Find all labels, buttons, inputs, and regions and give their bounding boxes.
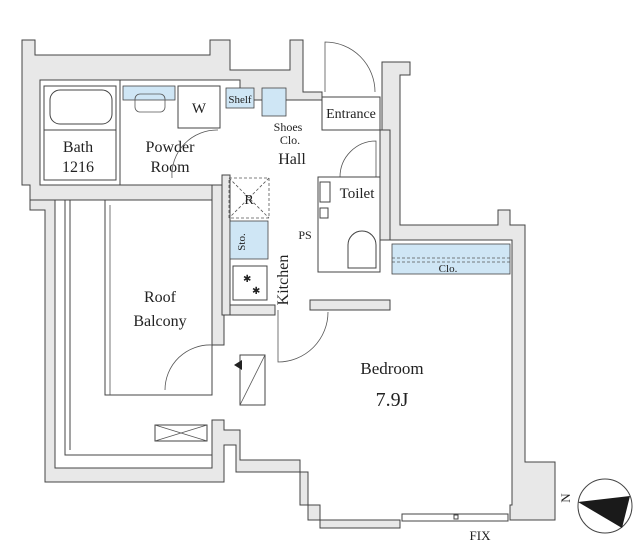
- bedroom-area: Clo. Bedroom 7.9J FIX: [277, 243, 511, 543]
- storage-label: Sto.: [236, 233, 248, 251]
- bath-size-label: 1216: [62, 159, 94, 176]
- shoes-closet-label-1: Shoes: [274, 120, 303, 134]
- entrance-label: Entrance: [326, 107, 376, 122]
- toilet-area: Toilet PS: [298, 140, 381, 273]
- entrance-area: Entrance: [321, 41, 381, 131]
- powder-room-label-1: Powder: [146, 139, 196, 156]
- hall-label: Hall: [278, 151, 306, 168]
- bath-area: Bath 1216: [39, 79, 121, 186]
- closet-label: Clo.: [439, 263, 458, 275]
- roof-balcony-label-1: Roof: [144, 289, 177, 306]
- north-label: N: [558, 493, 573, 503]
- arrow-icon: [234, 360, 242, 370]
- powder-room-label-2: Room: [150, 159, 190, 176]
- refrigerator-label: R: [244, 193, 254, 208]
- roof-balcony-area: Roof Balcony: [64, 199, 266, 456]
- shelf-label: Shelf: [228, 94, 252, 106]
- north-compass: N: [558, 478, 633, 534]
- kitchen-area: R Sto. ✱ ✱ Kitchen: [228, 177, 292, 306]
- burner-icon: ✱: [252, 286, 260, 297]
- compass-arrow-icon: [578, 496, 630, 528]
- washer-label: W: [192, 101, 207, 117]
- powder-room: W Powder Room: [122, 85, 221, 179]
- burner-icon: ✱: [243, 274, 251, 285]
- roof-balcony-label-2: Balcony: [133, 313, 186, 330]
- bath-label: Bath: [63, 139, 93, 156]
- pipe-space-label: PS: [298, 228, 311, 242]
- fix-window-label: FIX: [470, 528, 492, 543]
- kitchen-label: Kitchen: [275, 255, 292, 306]
- toilet-label: Toilet: [340, 186, 376, 202]
- shoes-closet-label-2: Clo.: [280, 133, 300, 147]
- hall-area: Shelf Shoes Clo. Hall: [225, 87, 306, 168]
- bedroom-size-label: 7.9J: [376, 389, 409, 411]
- bedroom-label: Bedroom: [360, 359, 423, 378]
